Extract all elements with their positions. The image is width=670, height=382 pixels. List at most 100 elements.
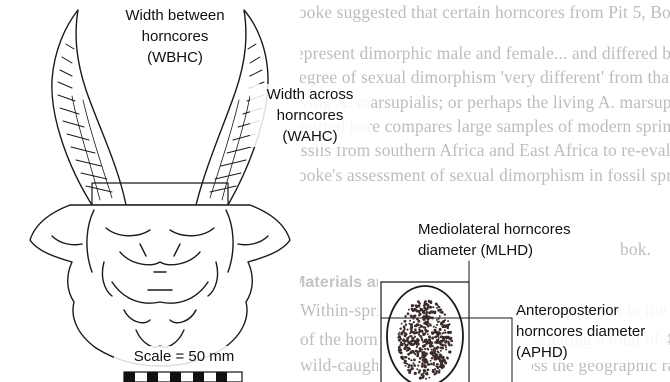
stipple-dot [403, 326, 406, 329]
stipple-dot [422, 317, 424, 319]
stipple-dot [433, 326, 435, 328]
stipple-dot [429, 306, 432, 309]
stipple-dot [441, 311, 444, 314]
stipple-dot [418, 302, 421, 305]
stipple-dot [401, 323, 403, 325]
stipple-dot [420, 325, 423, 328]
stipple-dot [412, 362, 414, 364]
stipple-dot [430, 300, 432, 302]
stipple-dot [409, 351, 412, 354]
stipple-dot [439, 308, 442, 311]
stipple-dot [437, 339, 439, 341]
stipple-dot [413, 315, 416, 318]
stipple-dot [448, 351, 450, 353]
mlhd-label-line: diameter (MLHD) [418, 240, 603, 261]
stipple-dot [403, 342, 405, 344]
stipple-dot [425, 359, 427, 361]
stipple-dot [400, 333, 403, 336]
stipple-dot [407, 340, 409, 342]
stipple-dot [442, 356, 444, 358]
stipple-dot [405, 360, 407, 362]
stipple-dot [435, 372, 437, 374]
stipple-dot [431, 349, 433, 351]
stipple-dot [420, 337, 422, 339]
stipple-dot [427, 364, 429, 366]
stipple-dot [399, 332, 401, 334]
stipple-dot [406, 329, 408, 331]
stipple-dot [427, 368, 430, 371]
stipple-dot [436, 324, 438, 326]
stipple-dot [425, 331, 427, 333]
stipple-dot [445, 348, 447, 350]
wahc-label: Width across horncores (WAHC) [250, 84, 370, 147]
stipple-dot [447, 336, 450, 339]
aphd-label-line: Anteroposterior [516, 300, 668, 321]
stipple-dot [425, 317, 427, 319]
stipple-dot [438, 369, 440, 371]
stipple-dot [424, 348, 426, 350]
stipple-dot [404, 335, 406, 337]
stipple-dot [445, 344, 447, 346]
stipple-dot [404, 344, 407, 347]
stipple-dot [403, 347, 406, 350]
stipple-dot [414, 328, 417, 331]
stipple-dot [435, 365, 437, 367]
mlhd-label: Mediolateral horncores diameter (MLHD) [418, 219, 603, 261]
stipple-dot [415, 331, 418, 334]
wahc-label-line: horncores [250, 105, 370, 126]
stipple-dot [436, 354, 439, 357]
aphd-label: Anteroposterior horncores diameter (APHD… [516, 300, 668, 363]
stipple-dot [413, 340, 416, 343]
stipple-dot [423, 372, 425, 374]
stipple-dot [430, 352, 433, 355]
stipple-dot [439, 315, 441, 317]
stipple-dot [420, 330, 423, 333]
stipple-dot [450, 344, 452, 346]
stipple-dot [431, 337, 434, 340]
wahc-label-line: (WAHC) [250, 126, 370, 147]
stipple-dot [444, 329, 446, 331]
stipple-dot [425, 378, 427, 380]
stipple-dot [437, 321, 439, 323]
stipple-dot [417, 365, 419, 367]
stipple-dot [450, 337, 453, 340]
stipple-dot [416, 323, 419, 326]
stipple-dot [438, 352, 440, 354]
stipple-dot [413, 359, 416, 362]
stipple-dot [404, 332, 406, 334]
stipple-dot [412, 304, 414, 306]
stipple-dot [443, 324, 446, 327]
stipple-dot [450, 340, 453, 343]
stipple-dot [412, 317, 414, 319]
stipple-dot [417, 320, 420, 323]
stipple-dot [422, 376, 425, 379]
stipple-dot [432, 369, 434, 371]
stipple-dot [436, 319, 438, 321]
stipple-dot [406, 349, 408, 351]
stipple-dot [424, 365, 426, 367]
stipple-dot [432, 306, 434, 308]
stipple-dot [408, 336, 410, 338]
stipple-dot [408, 347, 410, 349]
stipple-dot [405, 324, 407, 326]
stipple-dot [439, 328, 442, 331]
stipple-dot [438, 331, 441, 334]
stipple-dot [409, 320, 411, 322]
stipple-dot [441, 332, 443, 334]
stipple-dot [404, 315, 406, 317]
stipple-dot [416, 351, 419, 354]
stipple-dot [424, 326, 426, 328]
stipple-dot [434, 368, 436, 370]
stipple-dot [421, 365, 424, 368]
stipple-dot [430, 360, 432, 362]
stipple-dot [412, 344, 414, 346]
stipple-dot [407, 312, 410, 315]
aphd-label-line: (APHD) [516, 342, 668, 363]
stipple-dot [410, 364, 413, 367]
stipple-dot [440, 343, 443, 346]
stipple-dot [438, 337, 440, 339]
stipple-dot [448, 323, 450, 325]
stipple-dot [435, 327, 437, 329]
stipple-dot [447, 320, 449, 322]
stipple-dot [434, 358, 436, 360]
